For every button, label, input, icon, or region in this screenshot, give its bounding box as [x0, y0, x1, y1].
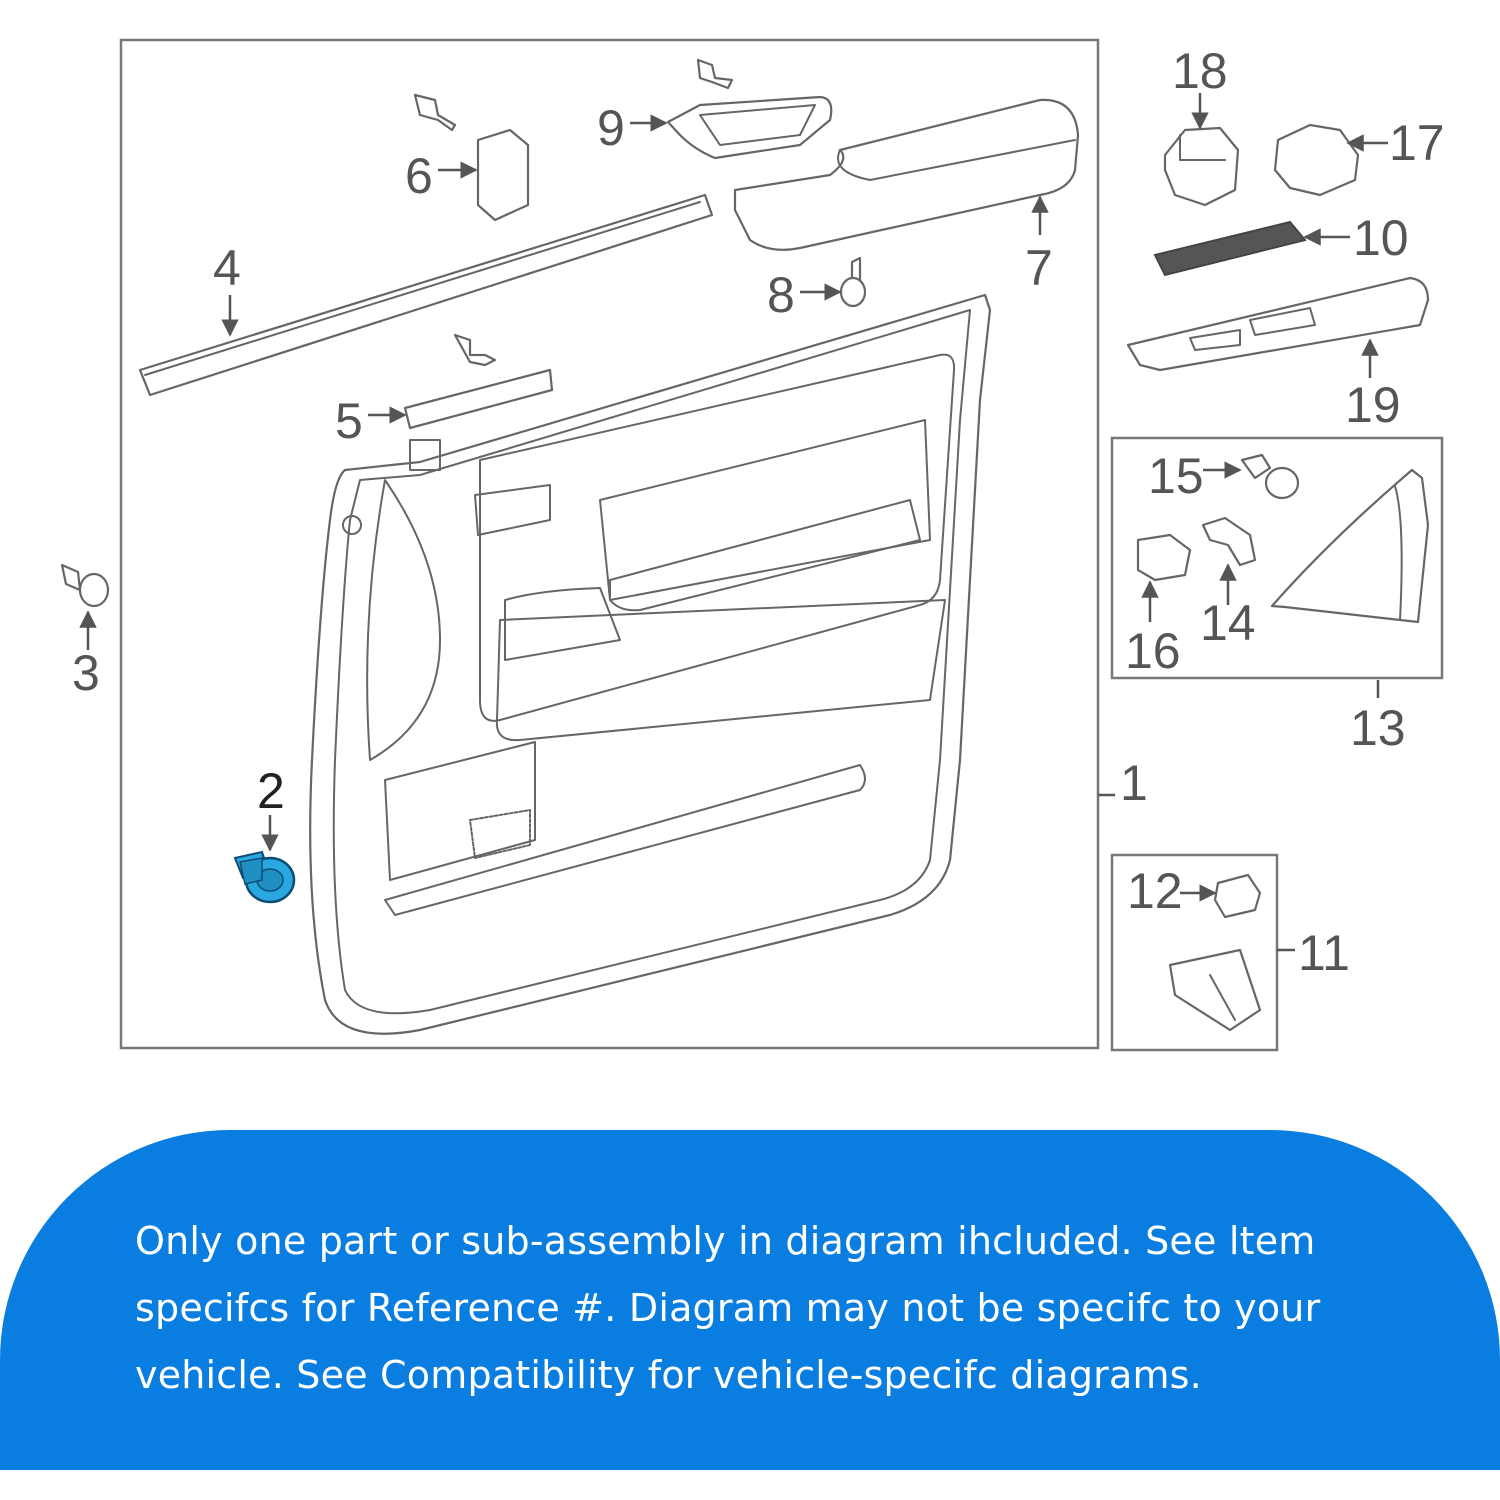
callout-4: 4 [213, 240, 241, 296]
callout-3: 3 [72, 645, 100, 701]
callout-8: 8 [767, 267, 795, 323]
callout-11: 11 [1298, 925, 1350, 981]
callout-17: 17 [1389, 115, 1445, 171]
callout-2: 2 [257, 763, 285, 819]
door-panel-part-1 [309, 293, 992, 1035]
screw-part-3 [60, 563, 110, 608]
callout-7: 7 [1025, 240, 1053, 296]
notice-banner [0, 1130, 1500, 1470]
callout-10: 10 [1353, 210, 1409, 266]
bracket-part-11 [1168, 948, 1262, 1032]
main-assembly-frame [119, 38, 1100, 1050]
callout-16: 16 [1125, 623, 1181, 679]
callout-5: 5 [335, 393, 363, 449]
callout-14: 14 [1200, 595, 1256, 651]
corner-cover-part-13 [1270, 468, 1430, 624]
clip-part-2 [233, 850, 296, 904]
switch-module-part-6 [413, 93, 530, 222]
callout-6: 6 [405, 148, 433, 204]
subassembly-frame-11 [1110, 853, 1279, 1052]
callout-9: 9 [597, 100, 625, 156]
callout-15: 15 [1148, 448, 1204, 504]
armrest-part-7 [733, 98, 1080, 251]
callout-1: 1 [1120, 755, 1148, 811]
clip-part-15 [1240, 453, 1300, 500]
callout-18: 18 [1172, 43, 1228, 99]
bracket-part-5 [403, 333, 554, 430]
subassembly-frame-13 [1110, 436, 1444, 680]
inner-handle-part-9 [666, 58, 833, 160]
callout-19: 19 [1345, 377, 1401, 433]
switch-bezel-part-19 [1126, 276, 1430, 372]
switch-part-18 [1163, 126, 1240, 207]
cap-part-12 [1213, 873, 1262, 919]
clip-part-14 [1201, 516, 1257, 567]
notice-text: Only one part or sub-assembly in diagram… [135, 1219, 1321, 1397]
trim-strip-part-4 [138, 193, 714, 397]
clip-part-16 [1136, 533, 1192, 582]
callout-13: 13 [1350, 700, 1406, 756]
switch-part-17 [1273, 123, 1360, 197]
pad-part-10 [1153, 220, 1307, 277]
callout-12: 12 [1127, 863, 1183, 919]
bolt-part-8 [839, 256, 867, 308]
